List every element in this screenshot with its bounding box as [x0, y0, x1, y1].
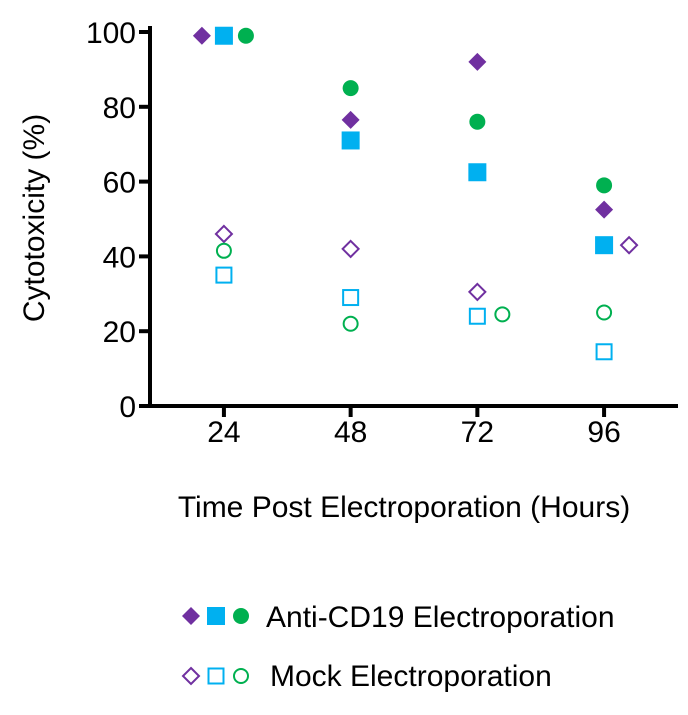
data-point-square-open	[215, 266, 233, 284]
data-point-circle-open	[494, 306, 511, 323]
legend-item-anti-cd19: Anti-CD19 Electroporation	[182, 601, 615, 634]
series-circle-filled	[237, 27, 613, 194]
legend-label-mock: Mock Electroporation	[270, 660, 552, 693]
data-markers	[192, 26, 639, 361]
y-tick-label: 20	[103, 316, 136, 349]
legend-label-anti-cd19: Anti-CD19 Electroporation	[266, 601, 615, 634]
data-point-diamond-filled	[595, 200, 614, 219]
series-square-filled	[214, 26, 614, 255]
y-tick-label: 40	[103, 241, 136, 274]
data-point-square-filled	[341, 131, 360, 150]
data-point-diamond-open	[619, 235, 639, 255]
data-point-circle-open	[596, 304, 613, 321]
data-point-diamond-open	[341, 239, 361, 259]
x-tick-label: 96	[587, 416, 620, 449]
series-circle-open	[215, 242, 613, 332]
legend-symbols-filled	[182, 607, 249, 625]
data-point-diamond-filled	[468, 52, 487, 71]
data-point-circle-filled	[342, 80, 359, 97]
data-point-square-open	[342, 289, 360, 307]
x-tick-label: 72	[461, 416, 494, 449]
data-point-circle-open	[215, 242, 232, 259]
legend-circle-icon	[233, 608, 249, 624]
series-diamond-open	[214, 224, 639, 302]
legend-item-mock: Mock Electroporation	[181, 660, 552, 693]
data-point-circle-filled	[469, 113, 486, 130]
x-tick-label: 48	[334, 416, 367, 449]
data-point-square-filled	[595, 236, 614, 255]
plot-area: 0 20 40 60 80 100 24 48 72 96	[86, 17, 678, 449]
y-axis-title: Cytotoxicity (%)	[18, 114, 51, 322]
y-tick-label: 100	[86, 17, 136, 50]
y-tick-label: 60	[103, 167, 136, 200]
axes	[148, 26, 678, 408]
data-point-circle-filled	[596, 177, 613, 194]
legend-square-icon	[207, 607, 225, 625]
legend-symbols-open	[181, 666, 249, 686]
legend-diamond-icon	[181, 666, 201, 686]
data-point-square-open	[468, 307, 486, 325]
data-point-square-filled	[214, 26, 233, 45]
y-tick-label: 80	[103, 92, 136, 125]
legend-square-icon	[207, 667, 225, 685]
data-point-diamond-open	[467, 282, 487, 302]
data-point-diamond-filled	[192, 26, 211, 45]
tick-marks	[139, 30, 607, 417]
data-point-diamond-open	[214, 224, 234, 244]
legend: Anti-CD19 Electroporation Mock Electropo…	[181, 601, 615, 693]
data-point-square-open	[595, 343, 613, 361]
data-point-circle-filled	[237, 27, 254, 44]
series-diamond-filled	[192, 26, 614, 219]
tick-labels: 0 20 40 60 80 100 24 48 72 96	[86, 17, 621, 449]
y-tick-label: 0	[119, 391, 136, 424]
data-point-square-filled	[468, 163, 487, 182]
x-tick-label: 24	[207, 416, 240, 449]
data-point-circle-open	[342, 315, 359, 332]
legend-circle-icon	[233, 668, 249, 684]
x-axis-title: Time Post Electroporation (Hours)	[178, 491, 630, 524]
legend-diamond-icon	[182, 607, 200, 625]
data-point-diamond-filled	[341, 110, 360, 129]
series-square-open	[215, 266, 613, 361]
